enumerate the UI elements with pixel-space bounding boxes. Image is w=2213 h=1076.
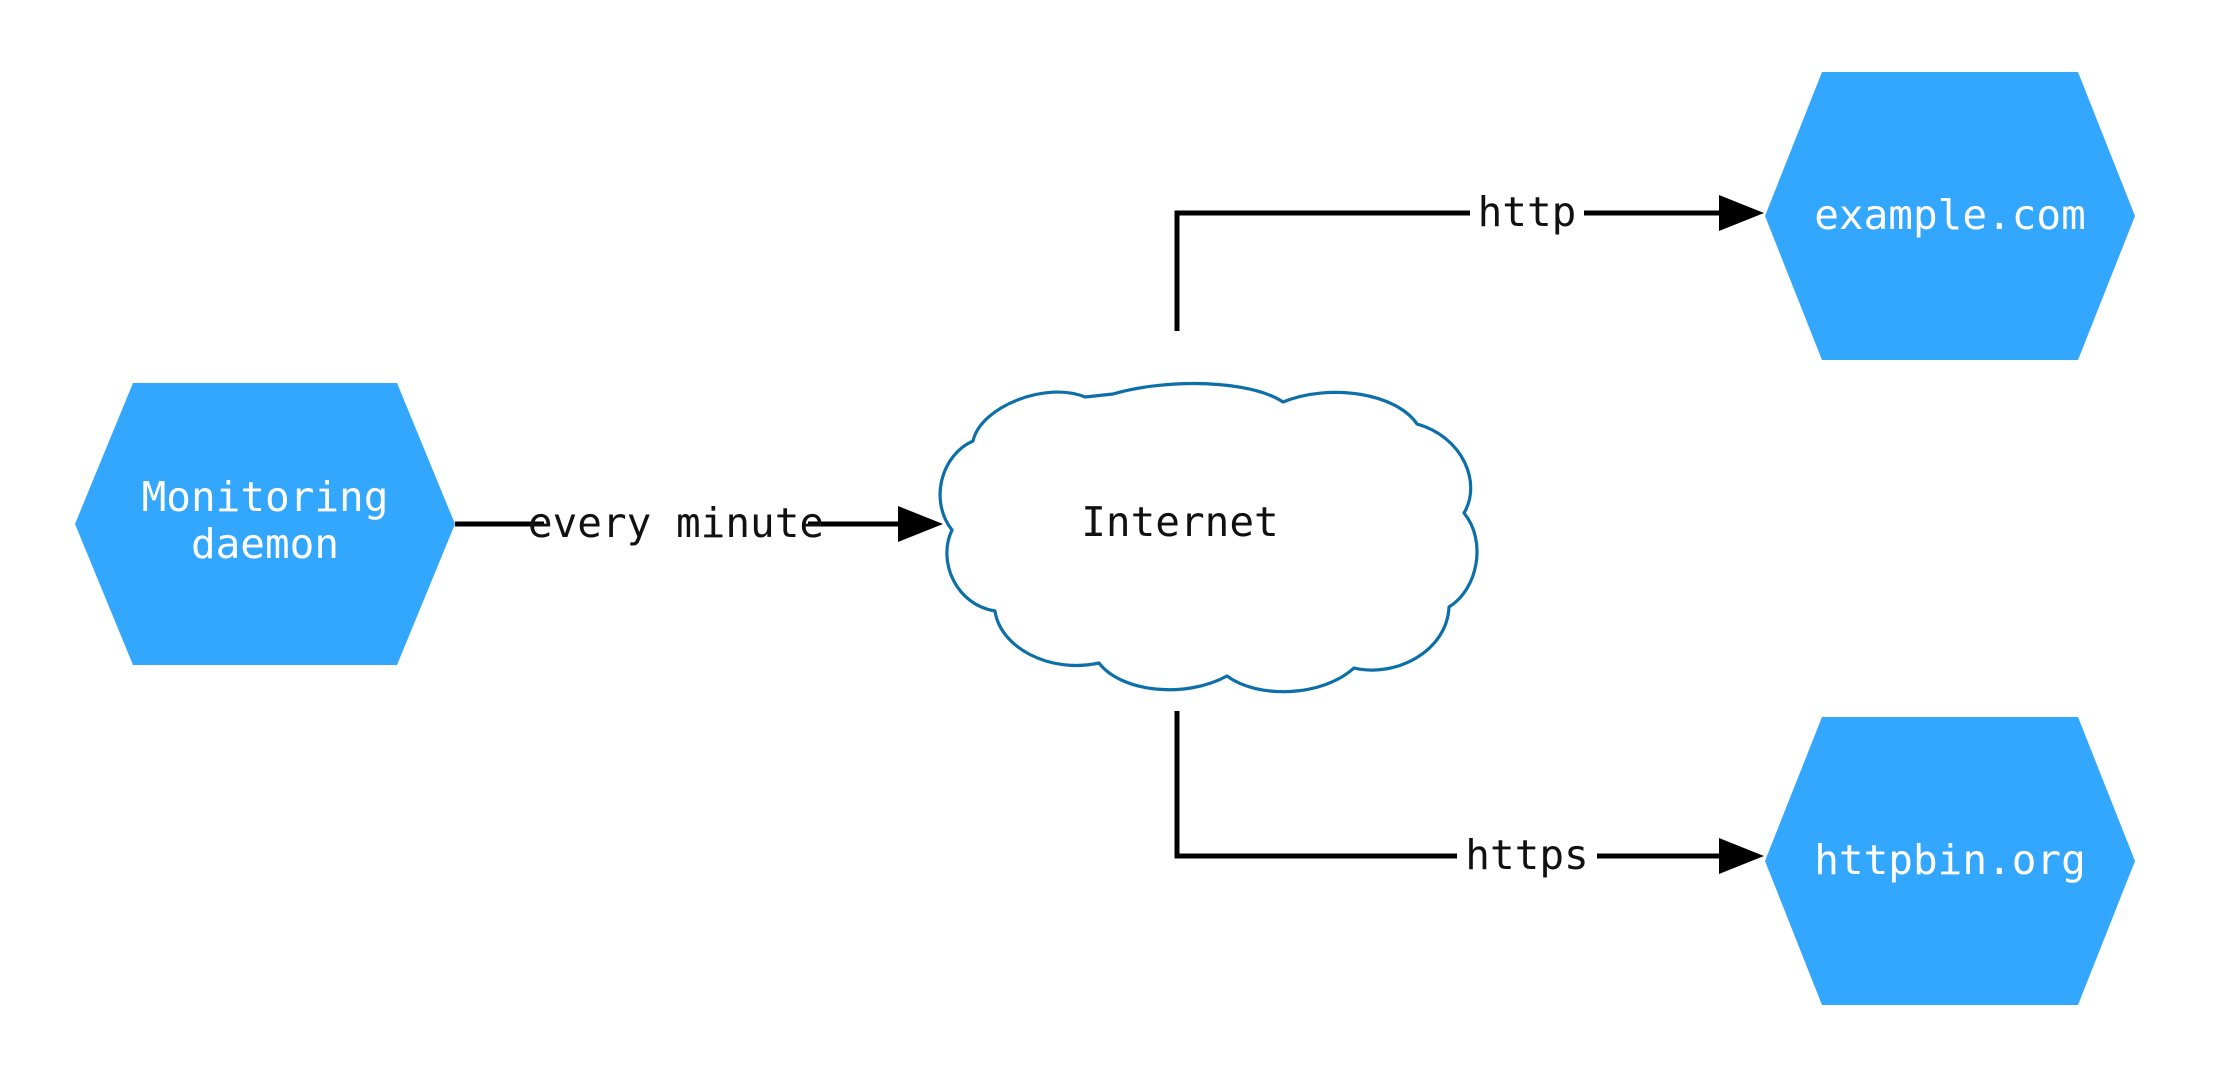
node-label-httpbin-org: httpbin.org xyxy=(1814,836,2086,884)
edge-label-https: https xyxy=(1465,831,1588,879)
node-monitoring-daemon[interactable]: Monitoring daemon xyxy=(75,383,455,665)
hexagon-shape-monitoring-daemon xyxy=(75,383,455,665)
node-httpbin-org[interactable]: httpbin.org xyxy=(1765,717,2135,1005)
edge-label-backdrop-every-minute xyxy=(544,498,808,550)
node-label-internet: Internet xyxy=(1081,498,1278,546)
node-example-com[interactable]: example.com xyxy=(1765,72,2135,360)
edge-label-http: http xyxy=(1478,188,1577,236)
edge-label-every-minute: every minute xyxy=(528,499,824,547)
edge-internet-to-httpbin[interactable]: https xyxy=(1174,711,1764,883)
hexagon-shape-httpbin-org xyxy=(1765,717,2135,1005)
edge-label-backdrop-https xyxy=(1457,831,1597,883)
arrow-head-icon-https xyxy=(1719,838,1764,874)
arrow-head-icon-every-minute xyxy=(898,506,943,542)
edge-label-backdrop-http xyxy=(1470,188,1584,240)
hexagon-shape-example-com xyxy=(1765,72,2135,360)
node-label-monitoring-daemon-line2: daemon xyxy=(191,520,339,568)
edge-line-http xyxy=(1174,210,1720,331)
edge-line-https xyxy=(1174,711,1720,859)
arrow-head-icon-http xyxy=(1719,195,1764,231)
cloud-shape-internet xyxy=(938,381,1479,694)
edge-internet-to-example[interactable]: http xyxy=(1174,188,1764,331)
node-label-example-com: example.com xyxy=(1814,191,2086,239)
edge-daemon-to-internet[interactable]: every minute xyxy=(455,498,943,550)
node-internet[interactable]: Internet xyxy=(938,381,1479,694)
node-label-monitoring-daemon-line1: Monitoring xyxy=(142,473,389,521)
